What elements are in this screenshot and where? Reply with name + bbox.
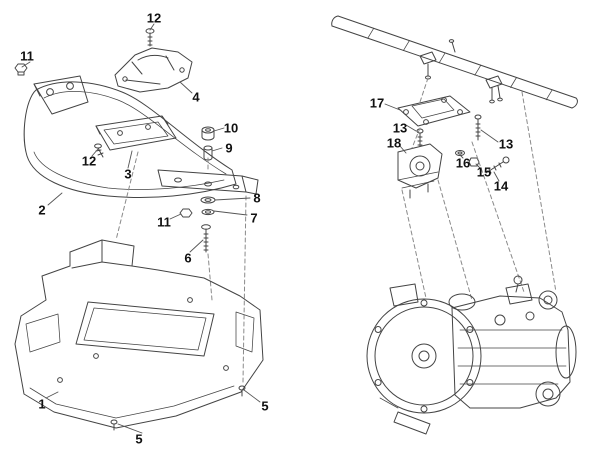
engine-mount-18-drawing (397, 143, 443, 199)
callout-10: 10 (223, 120, 239, 136)
callout-11-mid: 11 (157, 214, 171, 230)
bracket-4-drawing (114, 47, 193, 93)
screw-5-right-drawing (238, 385, 246, 397)
callout-17: 17 (369, 95, 385, 111)
screw-5-bottom-drawing (110, 419, 118, 431)
spacer-9-drawing (203, 145, 213, 161)
grommet-10-drawing (201, 126, 215, 141)
washer-7-drawing (201, 208, 215, 216)
construction-line (437, 179, 473, 301)
support-arm-drawing (157, 169, 259, 195)
bolt-14-drawing (485, 156, 510, 174)
leader-lines-left (21, 23, 261, 434)
construction-line (115, 151, 139, 241)
callout-12-top: 12 (146, 10, 162, 26)
engine-gearbox-drawing (366, 275, 577, 435)
construction-line (521, 91, 557, 293)
construction-line (411, 127, 421, 149)
callout-13-left: 13 (392, 120, 408, 136)
screw-13-left-drawing (416, 128, 424, 147)
callout-4: 4 (192, 89, 200, 105)
callout-11-top: 11 (20, 48, 34, 64)
washer-8-drawing (200, 196, 216, 204)
construction-line (419, 77, 429, 103)
callout-6: 6 (184, 250, 192, 266)
bolt-13-right-drawing (474, 114, 482, 141)
callout-8: 8 (253, 190, 261, 206)
construction-line (471, 141, 525, 293)
nut-11-mid-drawing (179, 208, 193, 218)
crossbar-drawing (331, 15, 578, 109)
screw-12-top-drawing (145, 28, 155, 47)
callout-9: 9 (225, 140, 233, 156)
construction-line (207, 253, 213, 301)
callout-16: 16 (455, 155, 471, 171)
bolt-6-drawing (201, 224, 211, 253)
construction-line (401, 189, 427, 299)
frame-loop-2-drawing (23, 75, 237, 198)
callout-5-bottom: 5 (135, 431, 143, 447)
callout-15: 15 (476, 164, 492, 180)
screw-12-mid-drawing (94, 143, 104, 158)
callout-3: 3 (124, 166, 132, 182)
mount-bracket-17-drawing (397, 95, 471, 127)
nut-11-top-drawing (14, 63, 28, 76)
callout-14: 14 (493, 178, 509, 194)
callout-2: 2 (38, 202, 46, 218)
callout-7: 7 (250, 210, 258, 226)
leader-lines-right (384, 103, 500, 182)
skid-plate-1-drawing (14, 239, 264, 429)
plate-3-drawing (95, 115, 177, 151)
callout-18: 18 (386, 135, 402, 151)
callout-13-right: 13 (498, 136, 514, 152)
callout-5-right: 5 (261, 398, 269, 414)
construction-line (242, 195, 247, 383)
callout-12-mid: 12 (81, 153, 97, 169)
callout-1: 1 (38, 396, 46, 412)
